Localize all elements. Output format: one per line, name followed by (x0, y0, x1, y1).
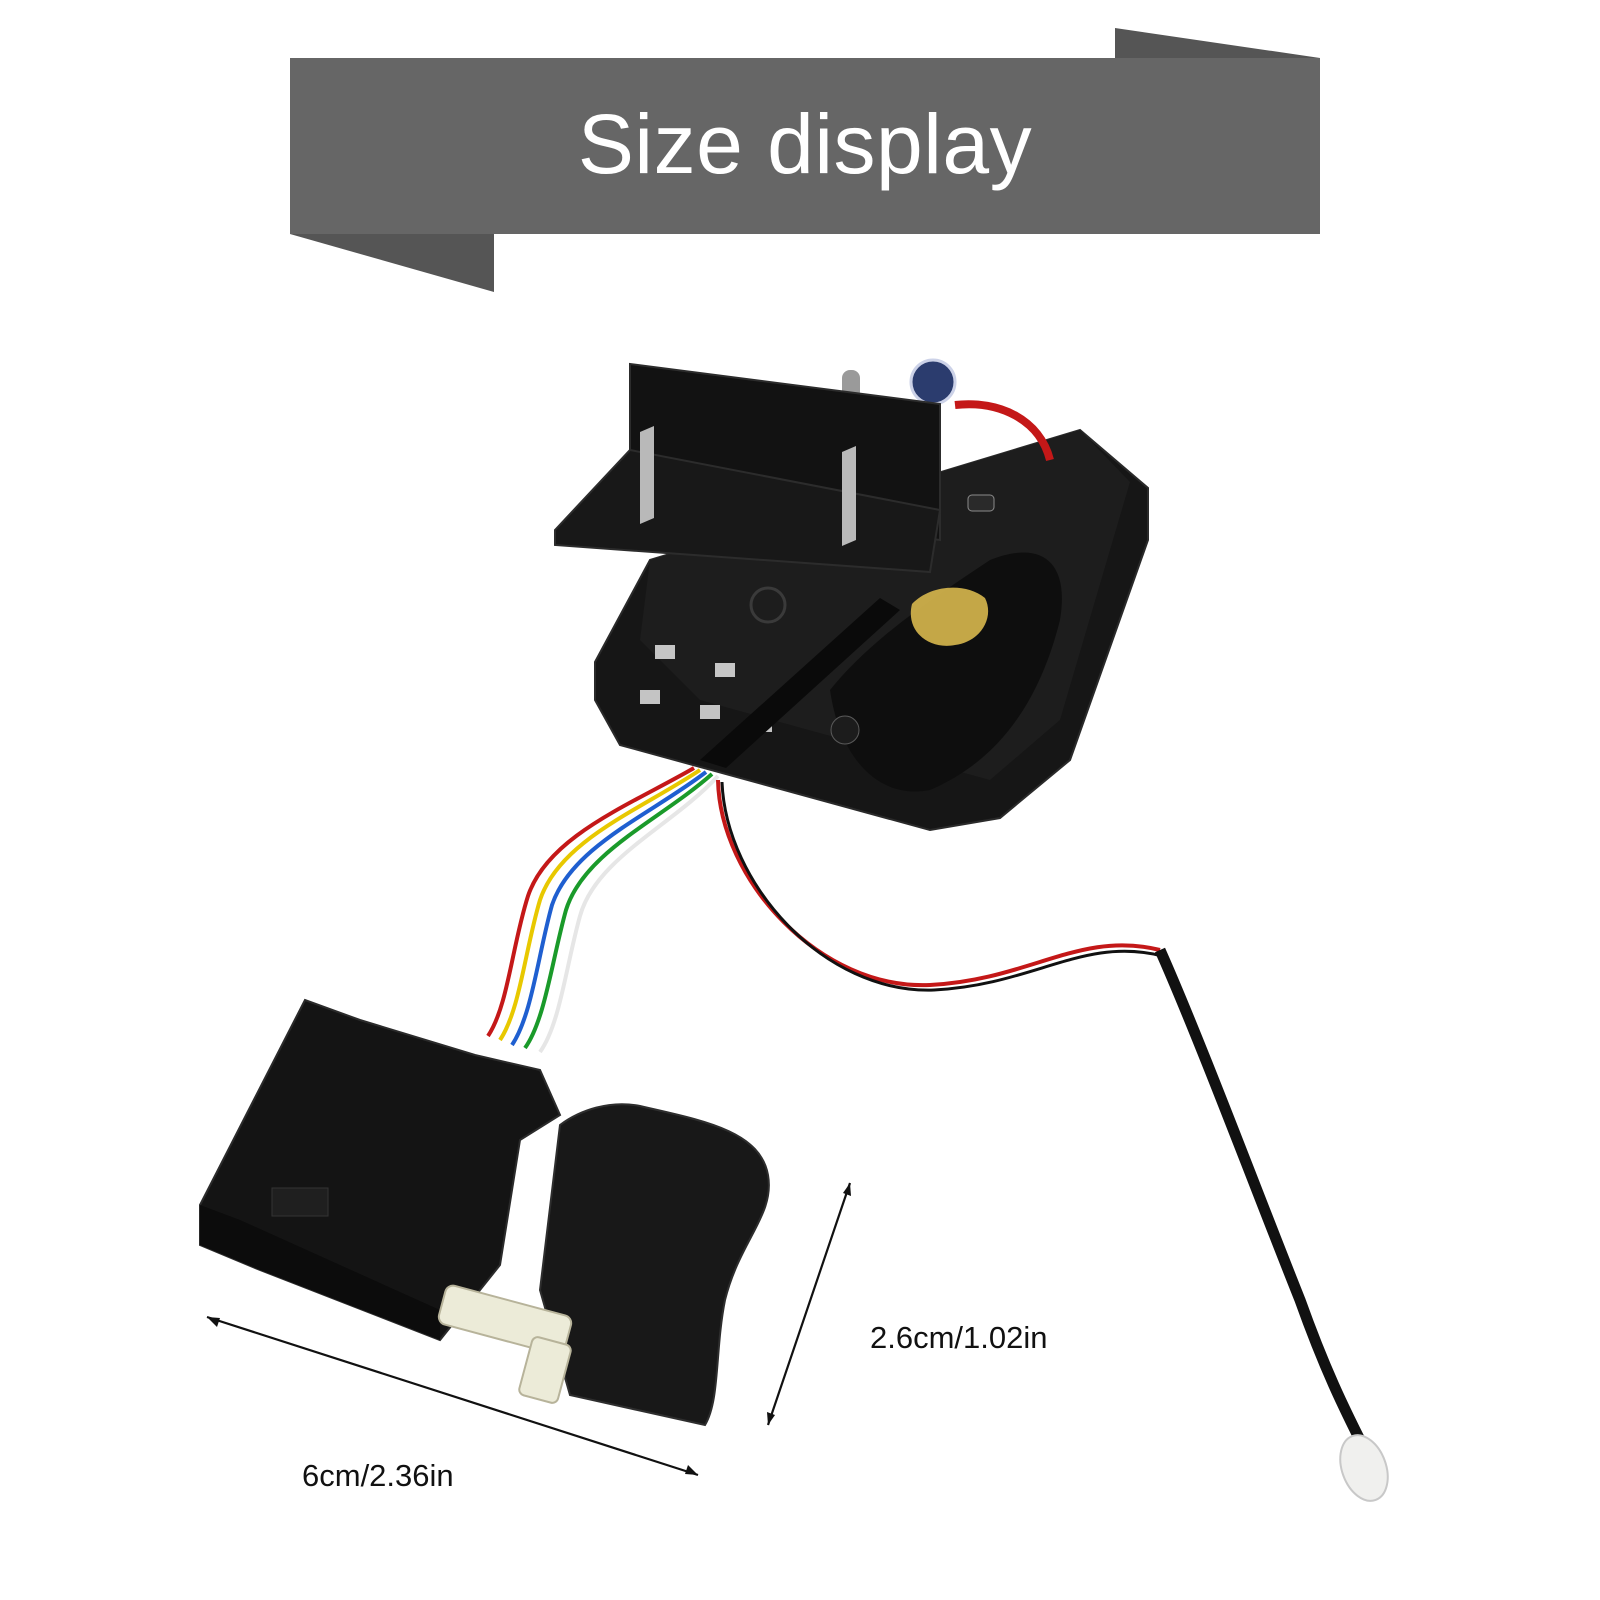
vent-slot (640, 690, 660, 704)
banner-bar (290, 58, 1320, 234)
switch-detail (271, 1187, 329, 1217)
capacitor (909, 358, 957, 406)
trigger-button (538, 1103, 770, 1427)
title-banner (290, 28, 1320, 292)
red-lead-top (954, 400, 1054, 462)
metal-terminal (640, 426, 654, 524)
metal-terminal (842, 446, 856, 546)
width-dimension-arrow (206, 1315, 699, 1477)
potting-resin (830, 552, 1062, 792)
led-lead (716, 779, 1389, 1502)
height-dimension-label: 2.6cm/1.02in (870, 1320, 1048, 1355)
glue-blob (910, 587, 989, 646)
banner-top-flap (1115, 28, 1320, 58)
vent-slot (655, 645, 675, 659)
banner-bottom-flap (290, 234, 494, 292)
insulation-tape (700, 598, 900, 768)
switch-front-face (200, 1205, 440, 1340)
trigger-stem-tip (518, 1336, 572, 1404)
controller-module (554, 358, 1149, 832)
trigger-switch (199, 998, 770, 1427)
logo-emboss (749, 586, 787, 624)
vent-slot (715, 663, 735, 677)
led-bulb (1339, 1434, 1389, 1502)
small-component (967, 494, 995, 512)
width-dimension-label: 6cm/2.36in (302, 1458, 454, 1493)
height-dimension-arrow (766, 1182, 852, 1426)
wire-bundle (486, 766, 720, 1054)
vent-slot (700, 705, 720, 719)
small-component (830, 715, 860, 745)
banner-title: Size display (577, 96, 1033, 191)
